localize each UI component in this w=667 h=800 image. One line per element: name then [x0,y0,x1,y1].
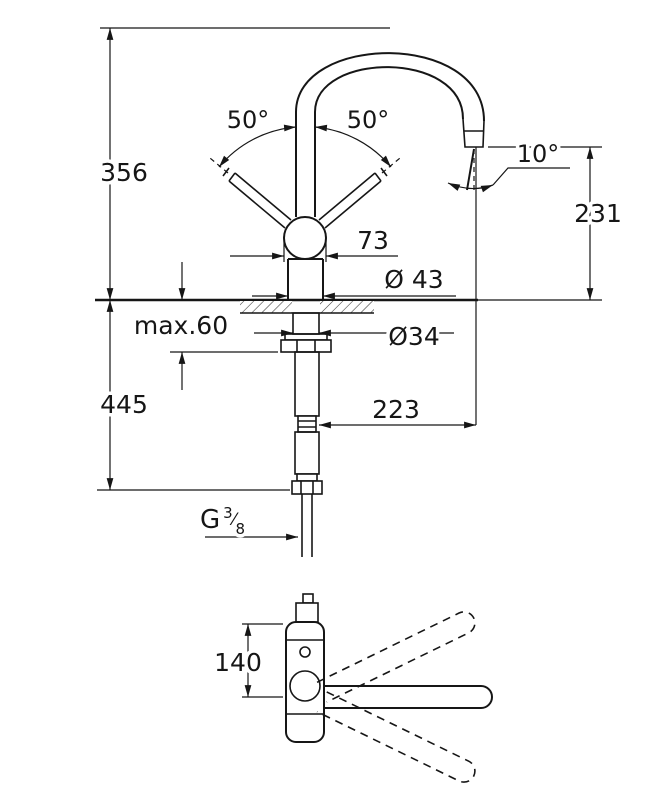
lever-swing-up [316,611,476,703]
dim-231-label: 231 [574,199,622,228]
dim-dia43-label: Ø 43 [384,265,443,294]
hose-end-fitting [291,473,323,495]
mounting-washer [284,333,328,341]
spout-tip-top [295,593,319,623]
water-stream-line [466,148,475,191]
dim-50deg-left-label: 50° [227,106,270,134]
dim-356: 356 [97,27,390,300]
dim-50deg-left: 50° [209,103,297,174]
dim-223-label: 223 [372,395,420,424]
spout-riser [295,112,316,217]
dim-dia34-label: Ø34 [388,322,440,351]
hose-connector [297,415,317,433]
supply-hose [291,351,323,557]
lever-position-right [318,167,388,229]
dim-50deg-right: 50° [314,103,401,174]
faucet-body [287,258,324,300]
dim-10deg-label: 10° [517,140,560,168]
counter-cross-section [240,301,374,314]
body-top-view [285,621,325,743]
threaded-shank [292,312,320,335]
dim-140-label: 140 [214,648,262,677]
thread-denominator: 8 [236,520,246,538]
lever-ball-joint [283,216,327,260]
spout-outlet [462,118,485,148]
dim-140: 140 [211,623,283,698]
faucet-side-view [95,52,485,557]
thread-numerator: 3 [223,504,233,522]
thread-prefix: G [200,505,220,535]
dim-max60: max.60 [130,262,278,390]
dim-dia43: Ø 43 [252,262,456,300]
dim-dia34: Ø34 [254,319,454,355]
dim-231: 231 [478,146,625,301]
dim-50deg-right-label: 50° [347,106,390,134]
dim-445: 445 [97,300,290,491]
dim-223: 223 [319,147,477,429]
dim-73: 73 [230,223,398,262]
mounting-nut [280,339,332,353]
dim-445-label: 445 [100,390,148,419]
dim-10deg: 10° [447,137,570,194]
lever-top-view [323,685,493,709]
dim-max60-label: max.60 [134,311,228,340]
dim-356-label: 356 [100,158,148,187]
supply-pipe [301,494,313,557]
dim-73-label: 73 [357,226,389,255]
gooseneck-spout [295,52,485,122]
body-top-details [286,639,324,715]
faucet-top-view: 140 [211,593,493,783]
lever-swing-down [316,691,476,783]
lever-position-left [222,167,292,229]
